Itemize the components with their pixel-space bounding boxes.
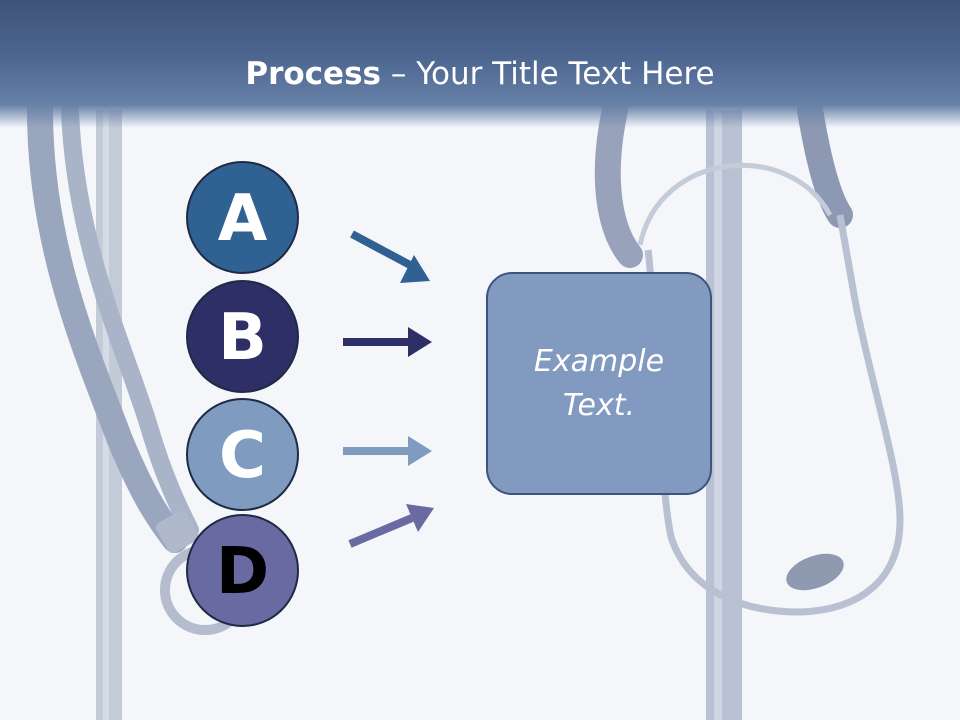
target-box-text: Example Text.: [533, 343, 665, 423]
arrow-d: [348, 504, 434, 548]
arrow-b: [343, 327, 432, 357]
title-text: – Your Title Text Here: [381, 56, 715, 92]
target-box: Example Text.: [486, 272, 712, 495]
step-circle-b: B: [186, 280, 299, 393]
step-circle-d: D: [186, 514, 299, 627]
step-circle-a: A: [186, 161, 299, 274]
slide-title: Process – Your Title Text Here: [0, 50, 960, 98]
step-letter-b: B: [218, 300, 267, 375]
arrow-a: [350, 230, 430, 283]
step-letter-a: A: [217, 181, 268, 256]
step-letter-c: C: [219, 418, 266, 493]
step-letter-d: D: [215, 534, 270, 609]
step-circle-c: C: [186, 398, 299, 511]
title-bar: Process – Your Title Text Here: [0, 0, 960, 128]
arrow-c: [343, 436, 432, 466]
title-bold: Process: [245, 56, 381, 92]
